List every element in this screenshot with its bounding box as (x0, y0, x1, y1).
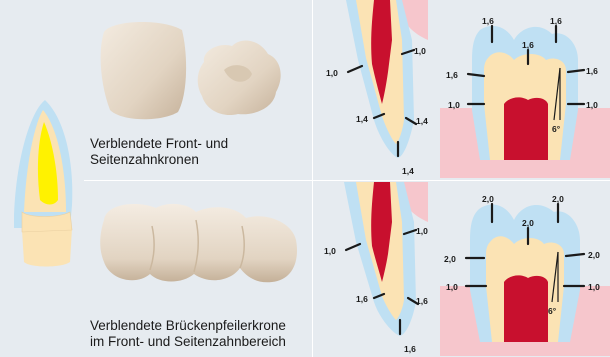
bridge-molar-dim-6: 1,0 (446, 282, 458, 292)
caption-bridge-line-1: Verblendete Brückenpfeilerkrone (90, 318, 286, 334)
caption-bridge-line-2: im Front- und Seitenzahnbereich (90, 334, 286, 350)
bridge-molar-dim-3: 2,0 (552, 194, 564, 204)
crown-molar-dim-5: 1,6 (586, 66, 598, 76)
crown-molar-dim-1: 1,6 (482, 16, 494, 26)
bridge-front-dim-4: 1,6 (416, 296, 428, 306)
caption-crowns: Verblendete Front- und Seitenzahnkronen (90, 136, 228, 168)
bridge-molar-dim-7: 1,0 (588, 282, 600, 292)
crown-molar-dim-3: 1,6 (550, 16, 562, 26)
crown-front-dim-4: 1,4 (416, 116, 428, 126)
bridge-front-dim-3: 1,6 (356, 294, 368, 304)
crowns-photo (92, 14, 292, 134)
crown-front-dim-2: 1,0 (414, 46, 426, 56)
bridge-molar-angle: 6° (548, 306, 557, 316)
bridge-molar-section: 2,0 2,0 2,0 2,0 2,0 1,0 1,0 6° (440, 182, 610, 356)
incisor-illustration (0, 0, 84, 357)
caption-bridge: Verblendete Brückenpfeilerkrone im Front… (90, 318, 286, 350)
crown-molar-dim-6: 1,0 (448, 100, 460, 110)
caption-crowns-line-2: Seitenzahnkronen (90, 152, 228, 168)
bridge-molar-dim-4: 2,0 (444, 254, 456, 264)
crown-molar-dim-7: 1,0 (586, 100, 598, 110)
crown-front-dim-5: 1,4 (402, 166, 414, 176)
crown-molar-dim-4: 1,6 (446, 70, 458, 80)
bridge-front-dim-2: 1,0 (416, 226, 428, 236)
bridge-molar-dim-2: 2,0 (522, 218, 534, 228)
crown-molar-dim-2: 1,6 (522, 40, 534, 50)
bridge-photo (96, 196, 306, 296)
crown-front-dim-1: 1,0 (326, 68, 338, 78)
crown-front-dim-3: 1,4 (356, 114, 368, 124)
caption-crowns-line-1: Verblendete Front- und (90, 136, 228, 152)
crown-molar-section: 1,6 1,6 1,6 1,6 1,6 1,0 1,0 6° (440, 0, 610, 178)
crown-front-section: 1,0 1,0 1,4 1,4 1,4 (318, 0, 428, 178)
bridge-front-dim-1: 1,0 (324, 246, 336, 256)
crown-molar-angle: 6° (552, 124, 561, 134)
bridge-molar-dim-1: 2,0 (482, 194, 494, 204)
bridge-molar-dim-5: 2,0 (588, 250, 600, 260)
bridge-front-dim-5: 1,6 (404, 344, 416, 354)
row-divider (84, 180, 610, 181)
column-divider (312, 0, 313, 357)
bridge-front-section: 1,0 1,0 1,6 1,6 1,6 (318, 182, 428, 356)
